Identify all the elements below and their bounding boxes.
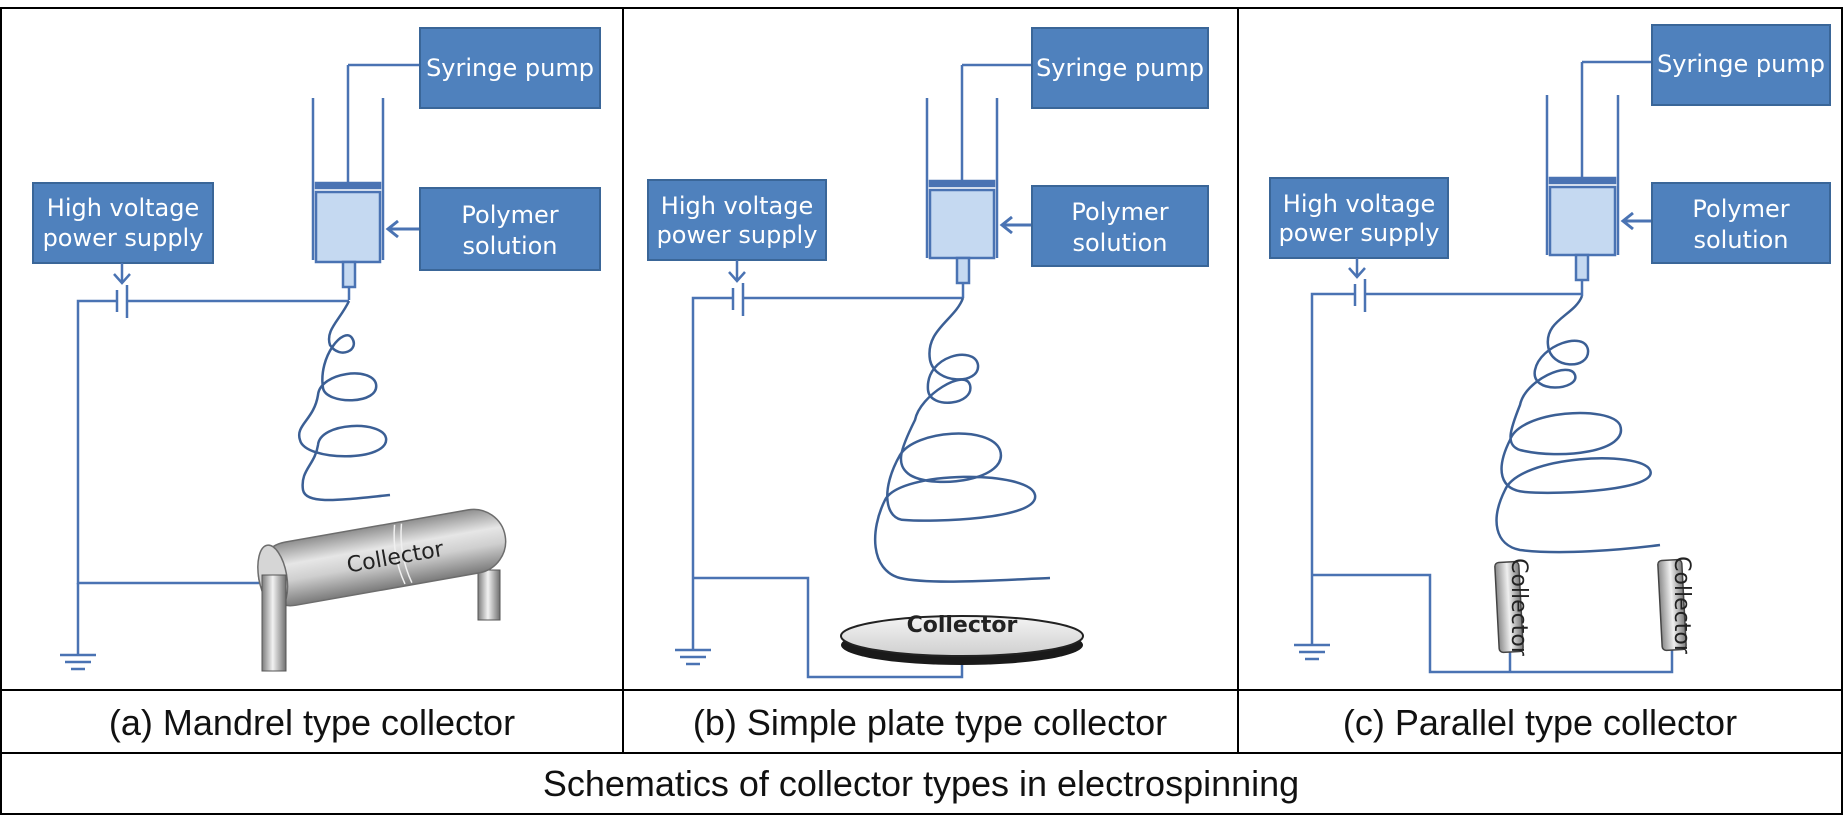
syringe-pump-box: Syringe pump bbox=[1651, 24, 1831, 106]
polymer-label-line1: Polymer bbox=[1692, 195, 1789, 223]
panel-a: Syringe pump Polymer solution High volta… bbox=[32, 27, 601, 743]
polymer-solution-box: Polymer solution bbox=[419, 187, 601, 271]
collector-label: Collector bbox=[1506, 558, 1531, 657]
hv-label-line2: power supply bbox=[1279, 219, 1440, 247]
polymer-label-line1: Polymer bbox=[461, 201, 558, 229]
hv-label-line1: High voltage bbox=[1283, 190, 1435, 218]
hv-label-line2: power supply bbox=[657, 221, 818, 249]
polymer-arrow bbox=[999, 215, 1032, 235]
high-voltage-box: High voltage power supply bbox=[32, 182, 214, 264]
polymer-jet bbox=[874, 297, 1051, 583]
hv-label-line2: power supply bbox=[43, 224, 204, 252]
polymer-label-line2: solution bbox=[1693, 226, 1788, 254]
syringe-pump-box: Syringe pump bbox=[419, 27, 601, 109]
figure-title: Schematics of collector types in electro… bbox=[543, 763, 1299, 804]
syringe bbox=[1545, 60, 1652, 296]
syringe bbox=[925, 63, 1032, 298]
table-frame bbox=[0, 7, 1843, 815]
mandrel-collector: Collector bbox=[257, 508, 507, 672]
syringe-pump-label: Syringe pump bbox=[1036, 54, 1204, 82]
caption-a: (a) Mandrel type collector bbox=[109, 702, 515, 743]
plate-collector: Collector bbox=[840, 613, 1084, 665]
polymer-jet bbox=[297, 300, 391, 502]
polymer-arrow bbox=[385, 219, 420, 239]
circuit-wires bbox=[1310, 258, 1674, 674]
circuit-wires bbox=[76, 263, 349, 655]
polymer-arrow bbox=[1620, 211, 1652, 231]
syringe-pump-label: Syringe pump bbox=[426, 54, 594, 82]
hv-label-line1: High voltage bbox=[47, 194, 199, 222]
syringe bbox=[311, 63, 420, 300]
caption-b: (b) Simple plate type collector bbox=[693, 702, 1167, 743]
caption-c: (c) Parallel type collector bbox=[1343, 702, 1737, 743]
polymer-label-line2: solution bbox=[1072, 229, 1167, 257]
ground-icon bbox=[675, 648, 711, 666]
polymer-solution-box: Polymer solution bbox=[1031, 185, 1209, 267]
high-voltage-box: High voltage power supply bbox=[1269, 177, 1449, 259]
polymer-jet bbox=[1495, 295, 1661, 554]
parallel-collector-right: Collector bbox=[1657, 556, 1694, 655]
panel-b: Syringe pump Polymer solution High volta… bbox=[647, 27, 1209, 743]
parallel-collector-left: Collector bbox=[1494, 558, 1531, 657]
polymer-label-line1: Polymer bbox=[1071, 198, 1168, 226]
ground-icon bbox=[60, 653, 96, 671]
hv-label-line1: High voltage bbox=[661, 192, 813, 220]
collector-label: Collector bbox=[907, 613, 1018, 638]
collector-label: Collector bbox=[1669, 556, 1694, 655]
syringe-pump-label: Syringe pump bbox=[1657, 50, 1825, 78]
circuit-wires bbox=[691, 260, 964, 679]
polymer-label-line2: solution bbox=[462, 232, 557, 260]
panel-c: Syringe pump Polymer solution High volta… bbox=[1269, 24, 1831, 743]
polymer-solution-box: Polymer solution bbox=[1651, 182, 1831, 264]
ground-icon bbox=[1294, 643, 1330, 661]
syringe-pump-box: Syringe pump bbox=[1031, 27, 1209, 109]
high-voltage-box: High voltage power supply bbox=[647, 179, 827, 261]
